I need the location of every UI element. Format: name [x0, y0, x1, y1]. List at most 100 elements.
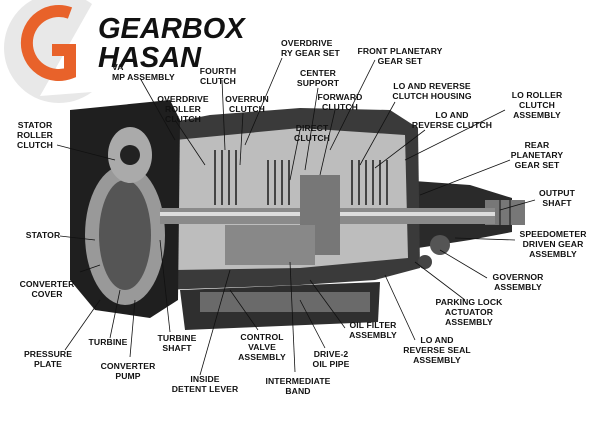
label-line: CENTER	[300, 68, 337, 78]
logo-line2: HASAN	[98, 42, 202, 74]
label-line: GEAR SET	[515, 160, 560, 170]
label-line: LO AND REVERSE	[393, 81, 471, 91]
label-line: SPEEDOMETER	[520, 229, 588, 239]
label-line: STATOR	[26, 230, 61, 240]
label-line: CLUTCH	[165, 114, 201, 124]
label-line: CONTROL	[240, 332, 283, 342]
label-line: CLUTCH	[294, 133, 330, 143]
label-line: SHAFT	[162, 343, 192, 353]
label-line: OIL PIPE	[313, 359, 350, 369]
label-line: CLUTCH HOUSING	[392, 91, 471, 101]
label-line: ASSEMBLY	[494, 282, 542, 292]
label-line: REVERSE SEAL	[403, 345, 471, 355]
logo-line1: GEARBOX	[98, 13, 246, 45]
label-line: ASSEMBLY	[513, 110, 561, 120]
label-line: STATOR	[18, 120, 53, 130]
label-line: REAR	[525, 140, 550, 150]
label-line: SHAFT	[542, 198, 572, 208]
label-line: ASSEMBLY	[413, 355, 461, 365]
label-line: CONVERTER	[101, 361, 157, 371]
label-line: TURBINE	[158, 333, 197, 343]
label-line: FRONT PLANETARY	[357, 46, 442, 56]
label-line: COVER	[31, 289, 63, 299]
label-line: PUMP	[115, 371, 140, 381]
clutch-pack-stripes	[214, 150, 388, 205]
intermediate-drum	[225, 225, 315, 265]
label-line: PLANETARY	[511, 150, 564, 160]
label-line: DETENT LEVER	[172, 384, 239, 394]
leader-lines	[56, 57, 536, 376]
label-line: ASSEMBLY	[349, 330, 397, 340]
logo-g-letter	[20, 5, 76, 81]
label-line: CLUTCH	[17, 140, 53, 150]
label-line: TURBINE	[89, 337, 128, 347]
label-line: OVERDRIVE	[281, 38, 333, 48]
label-line: GOVERNOR	[493, 272, 545, 282]
label-line: ACTUATOR	[445, 307, 494, 317]
label-line: ROLLER	[165, 104, 202, 114]
label-line: PLATE	[34, 359, 62, 369]
label-line: REVERSE CLUTCH	[412, 120, 492, 130]
label-line: OVERRUN	[225, 94, 269, 104]
label-line: BAND	[285, 386, 310, 396]
label-line: LO AND	[435, 110, 468, 120]
label-line: VALVE	[248, 342, 276, 352]
label-line: MP ASSEMBLY	[112, 72, 175, 82]
label-line: SUPPORT	[297, 78, 340, 88]
transmission-illustration	[70, 100, 525, 330]
label-line: FOURTH	[200, 66, 236, 76]
label-line: CLUTCH	[519, 100, 555, 110]
label-line: ROLLER	[17, 130, 54, 140]
label-line: ASSEMBLY	[529, 249, 577, 259]
label-line: CLUTCH	[322, 102, 358, 112]
label-line: DRIVE-2	[314, 349, 349, 359]
label-line: RY GEAR SET	[281, 48, 341, 58]
label-line: PARKING LOCK	[436, 297, 504, 307]
label-line: CLUTCH	[200, 76, 236, 86]
governor-part	[430, 235, 450, 255]
label-line: INSIDE	[190, 374, 219, 384]
label-line: FORWARD	[318, 92, 363, 102]
label-line: INTERMEDIATE	[265, 376, 330, 386]
label-turbine: TURBINE	[89, 337, 128, 347]
label-line: PRESSURE	[24, 349, 72, 359]
label-line: OVERDRIVE	[157, 94, 209, 104]
label-line: OUTPUT	[539, 188, 576, 198]
label-line: DIRECT	[296, 123, 329, 133]
label-line: CLUTCH	[229, 104, 265, 114]
label-line: LO AND	[420, 335, 453, 345]
label-line: ASSEMBLY	[238, 352, 286, 362]
label-stator: STATOR	[26, 230, 61, 240]
label-line: LO ROLLER	[512, 90, 563, 100]
label-line: CONVERTER	[20, 279, 76, 289]
